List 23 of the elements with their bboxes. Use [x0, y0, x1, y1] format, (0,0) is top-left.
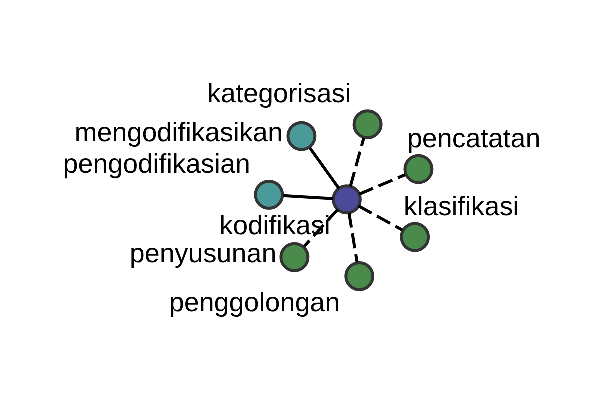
connector: [347, 212, 358, 262]
node-circle: [286, 120, 316, 151]
node-label: pencatatan: [406, 122, 540, 153]
connector: [348, 138, 365, 186]
node-circle: [400, 222, 430, 252]
node-circle: [254, 180, 284, 210]
node-label: mengodifikasikan: [74, 116, 282, 147]
connector: [308, 146, 340, 189]
node-circle: [352, 109, 382, 140]
node-circle: [279, 242, 310, 272]
connector: [283, 194, 334, 200]
node-label: penggolongan: [168, 286, 340, 317]
connector: [302, 208, 338, 248]
node-label: kodifikasi: [219, 210, 330, 240]
node-label: penyusunan: [129, 238, 276, 268]
node-circle: [344, 260, 374, 291]
node-label: kategorisasi: [207, 78, 351, 108]
connector: [358, 204, 403, 232]
connector: [358, 173, 406, 196]
node-label: klasifikasi: [403, 190, 519, 221]
node-circle: [332, 184, 362, 214]
node-label: pengodifikasian: [62, 148, 250, 179]
node-circle: [403, 154, 434, 184]
